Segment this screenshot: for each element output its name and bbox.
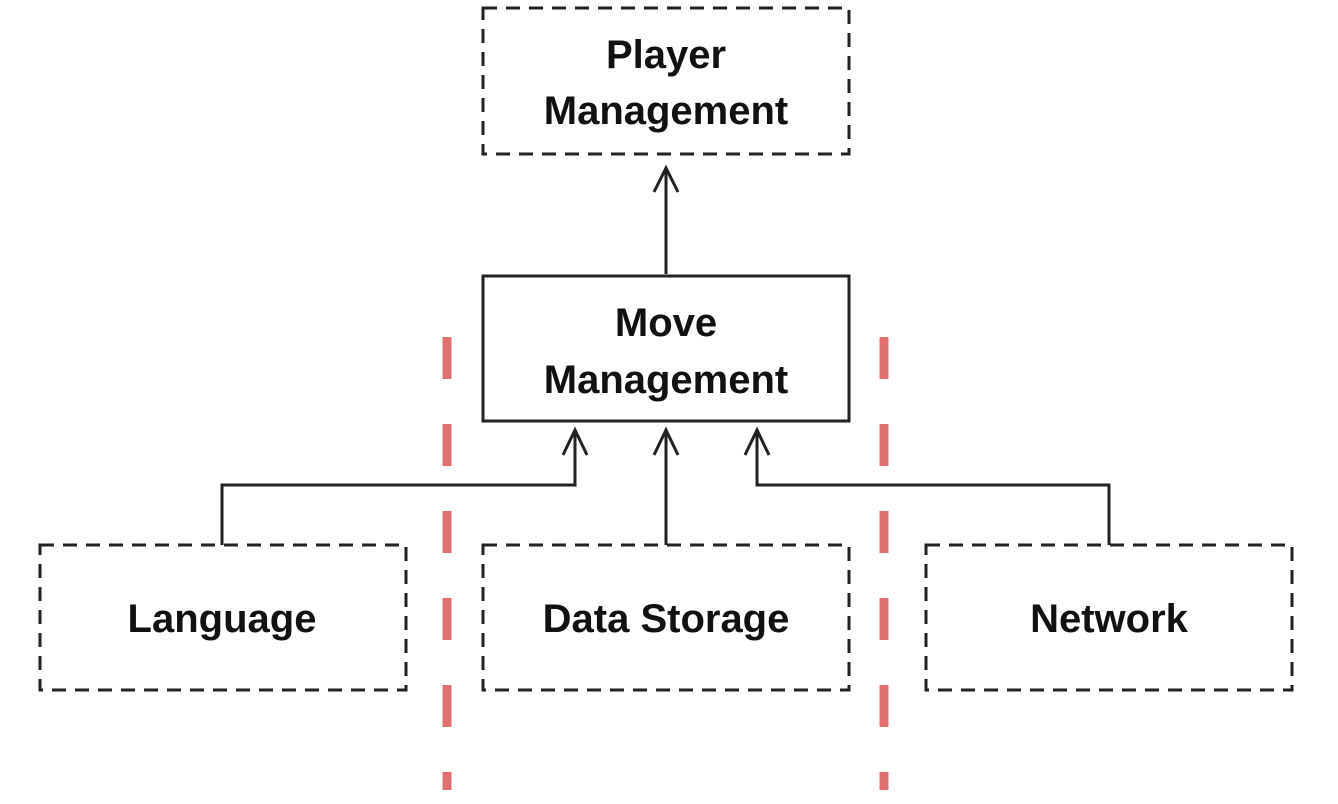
node-label-line-1: Network xyxy=(1030,597,1189,641)
node-label-line-1: Player xyxy=(606,33,726,77)
node-box xyxy=(481,543,851,692)
node-label-line-1: Data Storage xyxy=(543,597,790,641)
node-box xyxy=(481,6,851,156)
node-network: Network xyxy=(924,543,1294,692)
edge-network-to-move xyxy=(743,426,1111,545)
node-move-management: Move Management xyxy=(481,274,851,423)
node-language: Language xyxy=(38,543,408,692)
node-label-line-1: Language xyxy=(128,597,317,641)
node-box xyxy=(924,543,1294,692)
node-label-line-2: Management xyxy=(544,358,789,402)
edge-language-to-move xyxy=(220,426,589,545)
node-data-storage: Data Storage xyxy=(481,543,851,692)
node-label-line-1: Move xyxy=(615,301,717,345)
node-player-management: Player Management xyxy=(481,6,851,156)
edge-move-to-player xyxy=(652,164,680,274)
edge-storage-to-move xyxy=(652,426,680,545)
node-box xyxy=(38,543,408,692)
node-box xyxy=(481,274,851,423)
node-label-line-2: Management xyxy=(544,89,789,133)
